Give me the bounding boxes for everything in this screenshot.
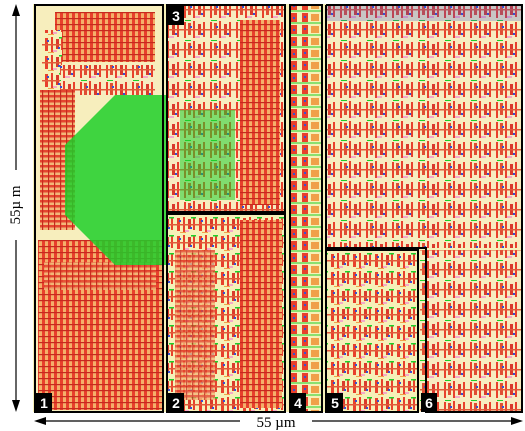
arrow-left-icon [34, 417, 46, 425]
region-outlines [34, 4, 523, 413]
upper-right-logic [326, 5, 522, 248]
badge-3: 3 [168, 6, 184, 25]
region-5 [326, 250, 418, 412]
badge-6: 6 [421, 393, 437, 412]
svg-text:3: 3 [172, 8, 180, 24]
region-2 [167, 215, 285, 412]
arrow-right-icon [511, 417, 523, 425]
region-4 [290, 5, 322, 412]
height-label: 55µ m [8, 185, 24, 224]
region-6 [420, 250, 522, 412]
region-3 [167, 5, 285, 212]
svg-text:4: 4 [294, 395, 302, 411]
badge-1: 1 [36, 393, 52, 412]
badge-5: 5 [327, 393, 343, 412]
svg-text:5: 5 [331, 395, 339, 411]
arrow-down-icon [12, 400, 20, 412]
badge-4: 4 [290, 393, 306, 412]
region-1 [35, 5, 235, 412]
svg-text:2: 2 [172, 395, 180, 411]
blue-top-bus [326, 5, 522, 21]
svg-text:6: 6 [425, 395, 433, 411]
width-dimension: 55 µm [34, 413, 523, 431]
svg-text:1: 1 [40, 395, 48, 411]
arrow-up-icon [12, 4, 20, 16]
height-dimension: 55µ m [6, 4, 26, 412]
width-label: 55 µm [256, 415, 295, 431]
badge-2: 2 [168, 393, 184, 412]
